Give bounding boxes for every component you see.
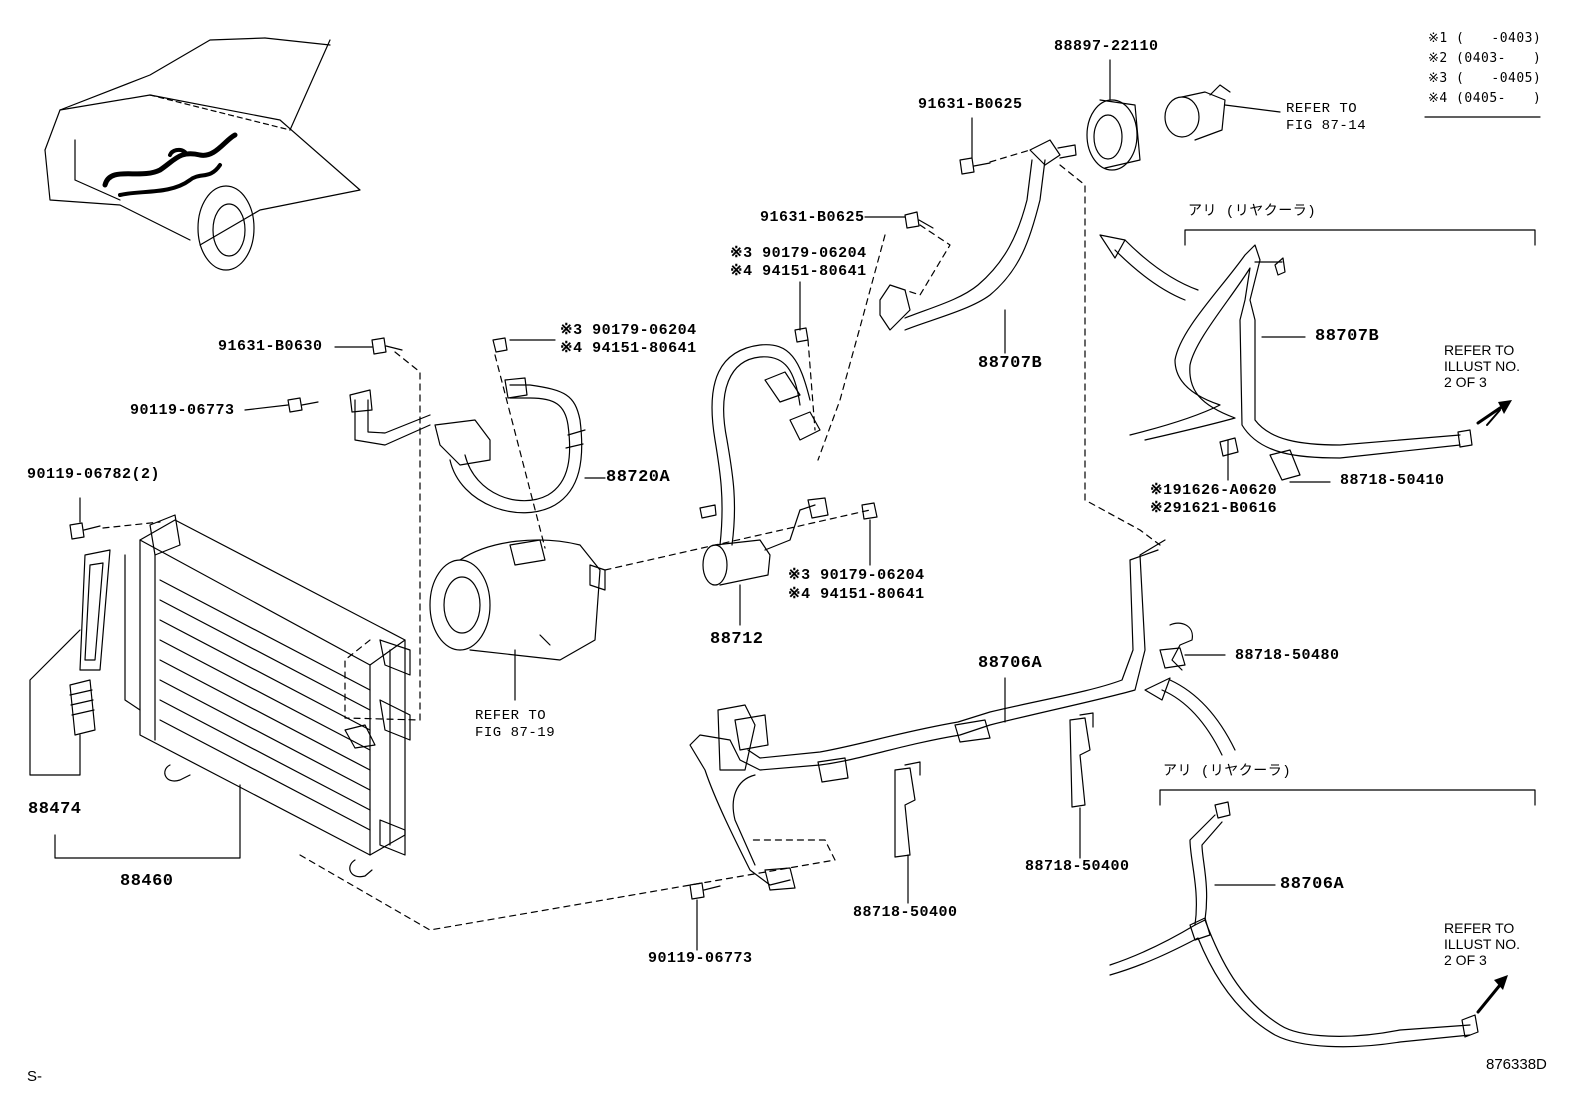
clamp-88718-50480 [1160, 623, 1192, 670]
legend-item-2: ※2 (0403- ) [1428, 51, 1542, 66]
label-refer-illust-b-l3: 2 OF 3 [1444, 952, 1487, 968]
rear-cooler-pipe-top [1130, 230, 1535, 480]
label-note4-94151-80641-c: ※4 94151-80641 [788, 586, 925, 603]
label-91631-B0630: 91631-B0630 [218, 338, 323, 355]
label-88712: 88712 [710, 630, 764, 649]
dashed-lines [103, 150, 1160, 930]
label-refer-illust-a-l1: REFER TO [1444, 342, 1515, 358]
pipe-88706A [690, 540, 1165, 890]
label-rear-cooler-a: アリ (リヤクーラ) [1188, 204, 1317, 220]
label-note3-90179-06204-b: ※3 90179-06204 [560, 322, 697, 339]
refer-arrows [1478, 408, 1500, 1012]
legend-item-1: ※1 ( -0403) [1428, 31, 1542, 46]
label-88718-50400-a: 88718-50400 [853, 904, 958, 921]
label-88706A-a: 88706A [978, 654, 1043, 673]
label-88707B-a: 88707B [978, 354, 1043, 373]
label-refer-illust-a-l3: 2 OF 3 [1444, 374, 1487, 390]
bolts [70, 158, 990, 899]
label-refer-illust-a-l2: ILLUST NO. [1444, 358, 1520, 374]
label-88474: 88474 [28, 800, 82, 819]
legend-item-3: ※3 ( -0405) [1428, 71, 1542, 86]
compressor [430, 540, 605, 660]
label-88707B-b: 88707B [1315, 327, 1380, 346]
label-refer-fig-87-14-l1: REFER TO [1286, 101, 1358, 117]
curved-arrows [1100, 235, 1235, 755]
figure-id: 876338D [1486, 1056, 1547, 1073]
bracket-88718-50400-b [1070, 713, 1093, 807]
bracket-88718-50400-a [895, 762, 920, 857]
receiver-88712 [700, 345, 828, 585]
footer-left: S- [27, 1068, 42, 1085]
label-note3-90179-06204-c: ※3 90179-06204 [788, 567, 925, 584]
label-88718-50480: 88718-50480 [1235, 647, 1340, 664]
vehicle-sketch [45, 38, 360, 270]
sensor-part [1165, 85, 1230, 140]
leader-lines [30, 60, 1330, 950]
label-note4-94151-80641-b: ※4 94151-80641 [560, 340, 697, 357]
legend-item-4: ※4 (0405- ) [1428, 91, 1542, 106]
label-90119-06773-b: 90119-06773 [648, 950, 753, 967]
label-refer-illust-b-l1: REFER TO [1444, 920, 1515, 936]
label-note2-91621-B0616: ※291621-B0616 [1150, 500, 1278, 517]
label-88718-50410: 88718-50410 [1340, 472, 1445, 489]
label-91631-B0625-b: 91631-B0625 [760, 209, 865, 226]
label-note3-90179-06204-a: ※3 90179-06204 [730, 245, 867, 262]
label-refer-fig-87-19-l1: REFER TO [475, 708, 547, 724]
label-90119-06782: 90119-06782(2) [27, 466, 161, 483]
seal-ring-88897 [1087, 100, 1140, 170]
label-refer-fig-87-19-l2: FIG 87-19 [475, 725, 556, 741]
rear-cooler-pipe-bottom [1110, 790, 1535, 1047]
label-91631-B0625-a: 91631-B0625 [918, 96, 1023, 113]
label-88706A-b: 88706A [1280, 875, 1345, 894]
label-refer-illust-b-l2: ILLUST NO. [1444, 936, 1520, 952]
side-seal-88474 [70, 550, 110, 735]
label-90119-06773-a: 90119-06773 [130, 402, 235, 419]
hose-88720A [350, 338, 585, 513]
condenser-88460 [125, 515, 410, 877]
label-88720A: 88720A [606, 468, 671, 487]
label-refer-fig-87-14-l2: FIG 87-14 [1286, 118, 1367, 134]
label-88897-22110: 88897-22110 [1054, 38, 1159, 55]
label-88460: 88460 [120, 872, 174, 891]
label-note4-94151-80641-a: ※4 94151-80641 [730, 263, 867, 280]
label-rear-cooler-b: アリ (リヤクーラ) [1163, 764, 1292, 780]
label-88718-50400-b: 88718-50400 [1025, 858, 1130, 875]
hose-88707B [880, 140, 1076, 330]
label-note1-91626-A0620: ※191626-A0620 [1150, 482, 1278, 499]
